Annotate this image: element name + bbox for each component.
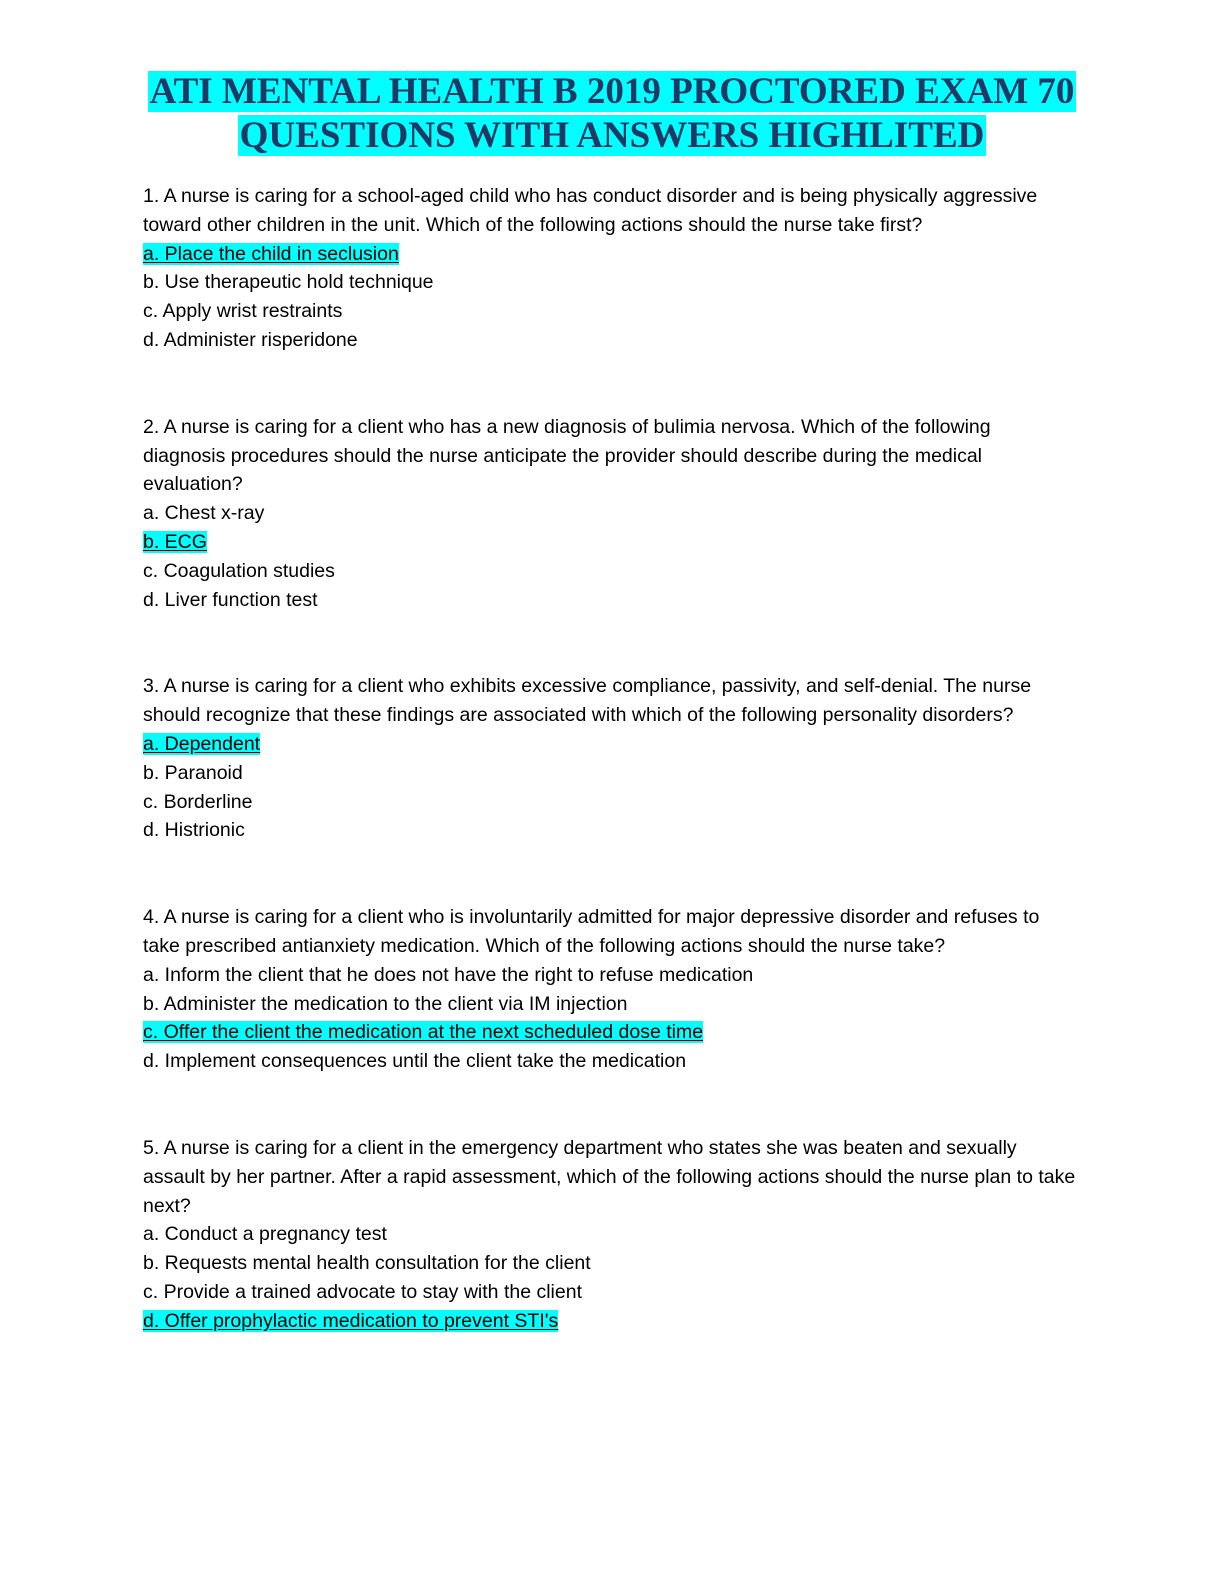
answer-option-correct: c. Offer the client the medication at th… <box>143 1018 1078 1047</box>
answer-option-text: d. Administer risperidone <box>143 328 358 351</box>
answer-options: a. Place the child in seclusion b. Use th… <box>143 240 1078 355</box>
answer-option: c. Apply wrist restraints <box>143 297 1078 326</box>
question-stem: 3. A nurse is caring for a client who ex… <box>143 675 1032 727</box>
title-line-2: QUESTIONS WITH ANSWERS HIGHLITED <box>237 115 987 156</box>
answer-options: a. Chest x-ray b. ECG c. Coagulation studi… <box>143 499 1078 614</box>
answer-option-correct: a. Place the child in seclusion <box>143 240 1078 269</box>
question-stem: 1. A nurse is caring for a school-aged c… <box>143 185 1038 236</box>
answer-option: a. Chest x-ray <box>143 499 1078 528</box>
answer-option: c. Coagulation studies <box>143 557 1078 586</box>
answer-option-text: b. Administer the medication to the clie… <box>143 992 628 1015</box>
answer-option: b. Requests mental health consultation f… <box>143 1249 1078 1278</box>
answer-option-text: c. Borderline <box>143 790 253 813</box>
question-block: 4. A nurse is caring for a client who is… <box>143 903 1078 1076</box>
answer-option: b. Paranoid <box>143 759 1078 788</box>
answer-option-correct: b. ECG <box>143 528 1078 557</box>
answer-option-text: a. Dependent <box>143 732 261 755</box>
answer-option-correct: d. Offer prophylactic medication to prev… <box>143 1307 1078 1336</box>
question-stem: 2. A nurse is caring for a client who ha… <box>143 415 991 496</box>
answer-options: a. Inform the client that he does not ha… <box>143 961 1078 1076</box>
answer-option-text: d. Offer prophylactic medication to prev… <box>143 1309 559 1332</box>
answer-options: a. Dependent b. Paranoid c. Borderline d. H… <box>143 730 1078 845</box>
answer-option: d. Implement consequences until the clie… <box>143 1047 1078 1076</box>
title-line-1: ATI MENTAL HEALTH B 2019 PROCTORED EXAM … <box>147 71 1077 112</box>
answer-option-text: a. Chest x-ray <box>143 502 265 525</box>
answer-option-text: a. Place the child in seclusion <box>143 242 399 265</box>
answer-option-text: d. Histrionic <box>143 819 245 842</box>
answer-option: d. Histrionic <box>143 816 1078 845</box>
answer-option: a. Conduct a pregnancy test <box>143 1220 1078 1249</box>
answer-option: c. Borderline <box>143 788 1078 817</box>
document-title: ATI MENTAL HEALTH B 2019 PROCTORED EXAM … <box>100 70 1124 158</box>
question-stem: 4. A nurse is caring for a client who is… <box>143 906 1040 957</box>
answer-option-text: b. Use therapeutic hold technique <box>143 271 434 294</box>
answer-option: b. Use therapeutic hold technique <box>143 268 1078 297</box>
answer-option: d. Liver function test <box>143 586 1078 615</box>
answer-option: c. Provide a trained advocate to stay wi… <box>143 1278 1078 1307</box>
question-block: 2. A nurse is caring for a client who ha… <box>143 413 1078 615</box>
answer-option-text: c. Coagulation studies <box>143 559 335 582</box>
answer-option: b. Administer the medication to the clie… <box>143 990 1078 1019</box>
answer-option-text: b. Requests mental health consultation f… <box>143 1252 591 1275</box>
answer-option-text: c. Apply wrist restraints <box>143 300 343 323</box>
question-list: 1. A nurse is caring for a school-aged c… <box>143 182 1078 1394</box>
question-block: 5. A nurse is caring for a client in the… <box>143 1134 1078 1336</box>
answer-options: a. Conduct a pregnancy test b. Requests m… <box>143 1220 1078 1335</box>
question-block: 3. A nurse is caring for a client who ex… <box>143 672 1078 845</box>
answer-option-text: c. Provide a trained advocate to stay wi… <box>143 1280 582 1303</box>
answer-option-correct: a. Dependent <box>143 730 1078 759</box>
answer-option: a. Inform the client that he does not ha… <box>143 961 1078 990</box>
question-block: 1. A nurse is caring for a school-aged c… <box>143 182 1078 355</box>
answer-option-text: a. Inform the client that he does not ha… <box>143 963 754 986</box>
answer-option-text: c. Offer the client the medication at th… <box>143 1021 704 1044</box>
answer-option-text: d. Implement consequences until the clie… <box>143 1050 687 1073</box>
answer-option-text: a. Conduct a pregnancy test <box>143 1223 387 1246</box>
answer-option-text: d. Liver function test <box>143 588 318 611</box>
answer-option: d. Administer risperidone <box>143 326 1078 355</box>
answer-option-text: b. Paranoid <box>143 761 243 784</box>
answer-option-text: b. ECG <box>143 530 207 553</box>
question-stem: 5. A nurse is caring for a client in the… <box>143 1136 1076 1217</box>
